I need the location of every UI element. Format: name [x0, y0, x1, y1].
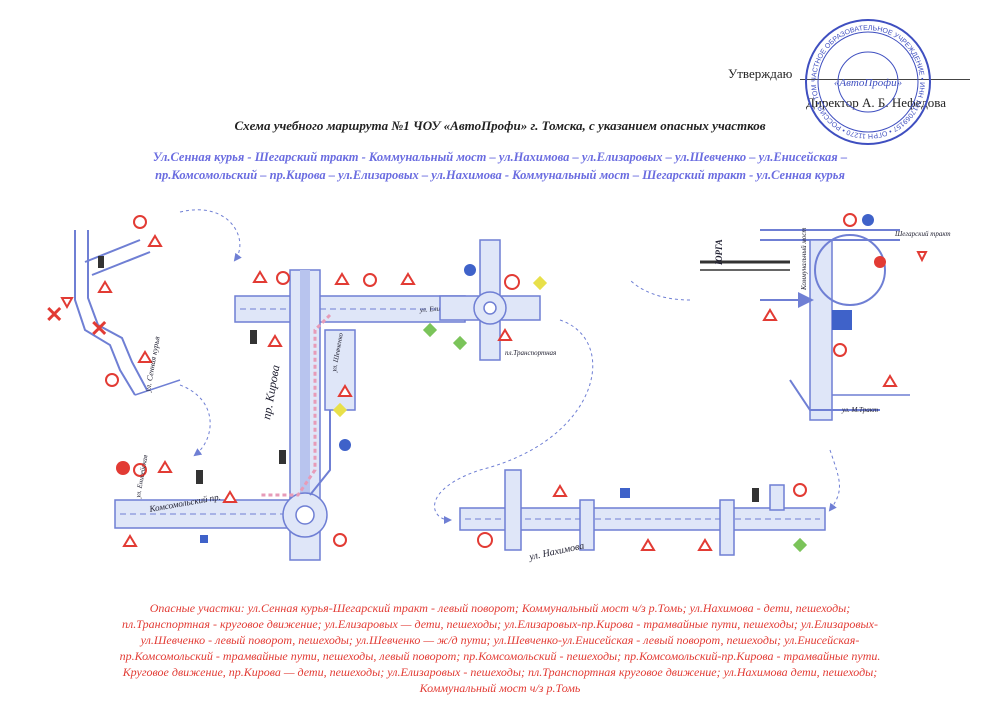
- nakhimova-section: [459, 469, 826, 556]
- label-kommunalny: Коммунальный мост: [800, 228, 808, 291]
- sennaya-kurya-section: [74, 230, 181, 396]
- yurga-section: [700, 213, 928, 421]
- sennaya-signs: ✕ ✕: [45, 215, 163, 387]
- danger-line-4: пр.Комсомольский - трамвайные пути, пеше…: [119, 649, 881, 663]
- danger-zones-list: Опасные участки: ул.Сенная курья-Шегарск…: [20, 600, 980, 696]
- label-m-trakt: ул. М.Тракт: [841, 406, 878, 414]
- label-sennaya: ул. Сенная курья: [143, 335, 162, 393]
- signature-line: [800, 79, 970, 80]
- label-nakhimova: ул. Нахимова: [527, 541, 585, 564]
- kirova-roads: [114, 269, 466, 561]
- label-transportnaya: пл.Транспортная: [505, 349, 556, 357]
- route-connectors: [179, 209, 840, 524]
- svg-text:✕: ✕: [90, 316, 108, 341]
- danger-line-1: Опасные участки: ул.Сенная курья-Шегарск…: [149, 601, 851, 615]
- label-eniseyskaya: ул. Енисейская: [134, 454, 150, 499]
- kirova-signs: [116, 270, 438, 547]
- danger-line-6: Коммунальный мост ч/з р.Томь: [419, 681, 581, 695]
- label-yurga: ЮРГА: [714, 239, 724, 266]
- label-kirova: пр. Кирова: [259, 364, 282, 421]
- stamp-ring-text: ЧАСТНОЕ ОБРАЗОВАТЕЛЬНОЕ УЧРЕЖДЕНИЕ • ИНН…: [0, 0, 925, 139]
- stamp-center-text: «АвтоПрофи»: [834, 77, 902, 89]
- route-line-2: пр.Комсомольский – пр.Кирова – ул.Елизар…: [155, 168, 845, 182]
- label-shegarsky: Шегарский тракт: [894, 230, 951, 238]
- official-stamp: ЧАСТНОЕ ОБРАЗОВАТЕЛЬНОЕ УЧРЕЖДЕНИЕ • ИНН…: [0, 0, 931, 145]
- svg-text:✕: ✕: [45, 302, 63, 327]
- danger-line-5: Круговое движение, пр.Кирова — дети, пеш…: [122, 665, 878, 679]
- director-signature: Директор А. Б. Нефедова: [806, 95, 947, 110]
- transportnaya-square: [439, 239, 548, 361]
- danger-line-3: ул.Шевченко - левый поворот, пешеходы; у…: [140, 633, 860, 647]
- approval-label: Утверждаю: [728, 66, 793, 81]
- page-title: Схема учебного маршрута №1 ЧОУ «АвтоПроф…: [234, 118, 766, 133]
- route-line-1: Ул.Сенная курья - Шегарский тракт - Комм…: [152, 150, 848, 164]
- danger-line-2: пл.Транспортная - круговое движение; ул.…: [122, 617, 878, 631]
